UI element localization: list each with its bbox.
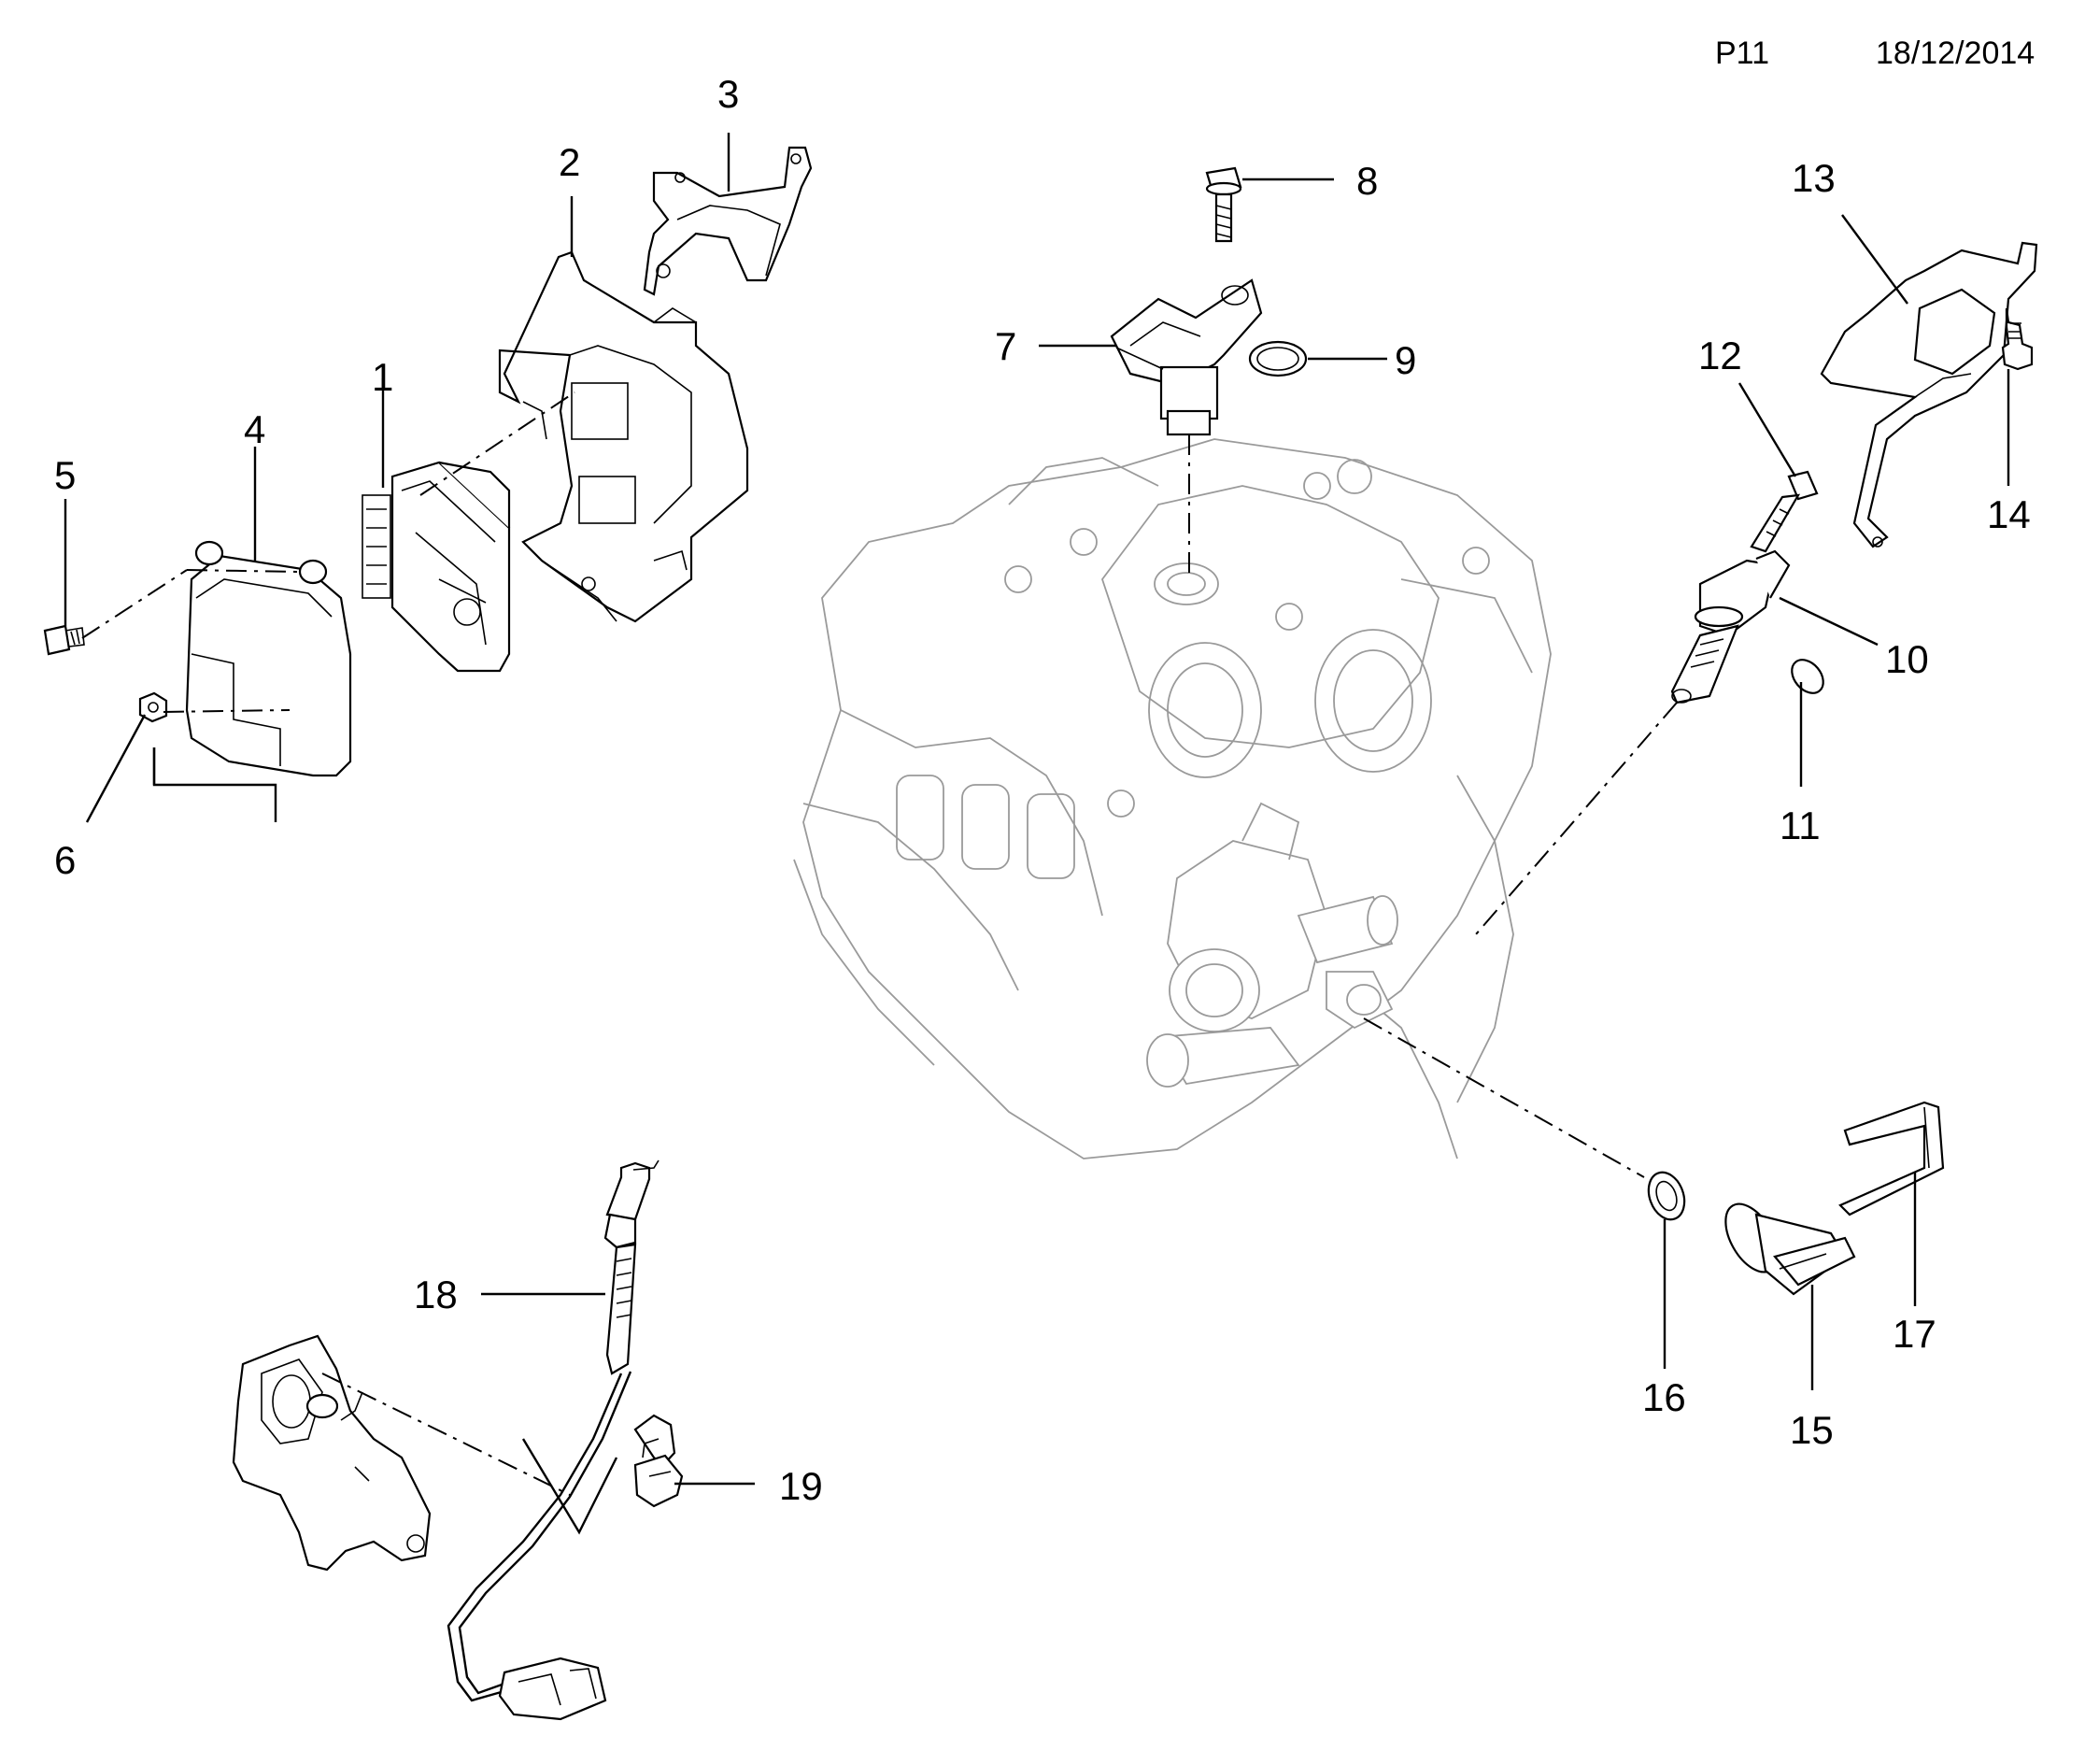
part-13-heat-shield xyxy=(1820,241,2038,548)
callout-4: 4 xyxy=(244,407,265,451)
callout-11: 11 xyxy=(1780,804,1821,847)
part-8-bolt xyxy=(1205,166,1242,243)
part-9-o-ring xyxy=(1248,340,1308,377)
callout-1: 1 xyxy=(372,355,393,399)
part-1-engine-control-unit xyxy=(362,461,511,673)
callout-16: 16 xyxy=(1642,1375,1686,1419)
callout-8: 8 xyxy=(1356,159,1378,203)
part-4-ecu-cover xyxy=(185,540,352,777)
part-3-support-bracket xyxy=(643,146,813,296)
part-2-ecu-mounting-bracket xyxy=(498,250,749,623)
callout-19: 19 xyxy=(779,1464,823,1508)
part-14-bolt xyxy=(2001,307,2034,371)
callout-7: 7 xyxy=(995,324,1016,368)
callout-13: 13 xyxy=(1792,156,1836,200)
diagram-date: 18/12/2014 xyxy=(1876,36,2035,71)
callout-numbers: 1 2 3 4 5 6 7 8 9 10 11 12 13 14 15 16 1… xyxy=(54,72,2031,1508)
part-17-retaining-clip xyxy=(1838,1101,1945,1216)
part-12-bolt xyxy=(1750,470,1819,553)
leader-lines xyxy=(64,133,2010,1535)
callout-18: 18 xyxy=(414,1273,458,1316)
callout-6: 6 xyxy=(54,838,76,882)
part-16-sealing-washer xyxy=(1647,1171,1686,1221)
callout-9: 9 xyxy=(1395,338,1416,382)
callout-17: 17 xyxy=(1893,1312,1936,1356)
callout-3: 3 xyxy=(717,72,739,116)
callout-14: 14 xyxy=(1987,492,2031,536)
part-7-camshaft-sensor xyxy=(1110,278,1263,436)
part-11-o-ring xyxy=(1791,659,1824,694)
part-15-coolant-temperature-sensor xyxy=(1724,1202,1856,1296)
engine-block xyxy=(793,438,1552,1159)
callout-5: 5 xyxy=(54,453,76,497)
callout-10: 10 xyxy=(1885,637,1929,681)
assembly-dash-lines xyxy=(81,391,1678,1496)
page-reference: P11 xyxy=(1715,36,1769,71)
callout-2: 2 xyxy=(559,140,580,184)
part-18-oxygen-sensor xyxy=(447,1159,660,1721)
part-5-bolt xyxy=(43,624,85,656)
part-6-nut xyxy=(138,691,168,723)
callout-15: 15 xyxy=(1790,1408,1834,1452)
exhaust-manifold-section xyxy=(232,1334,432,1572)
callout-12: 12 xyxy=(1698,334,1742,377)
part-10-crankshaft-sensor xyxy=(1670,549,1791,704)
part-19-connector xyxy=(633,1414,684,1508)
